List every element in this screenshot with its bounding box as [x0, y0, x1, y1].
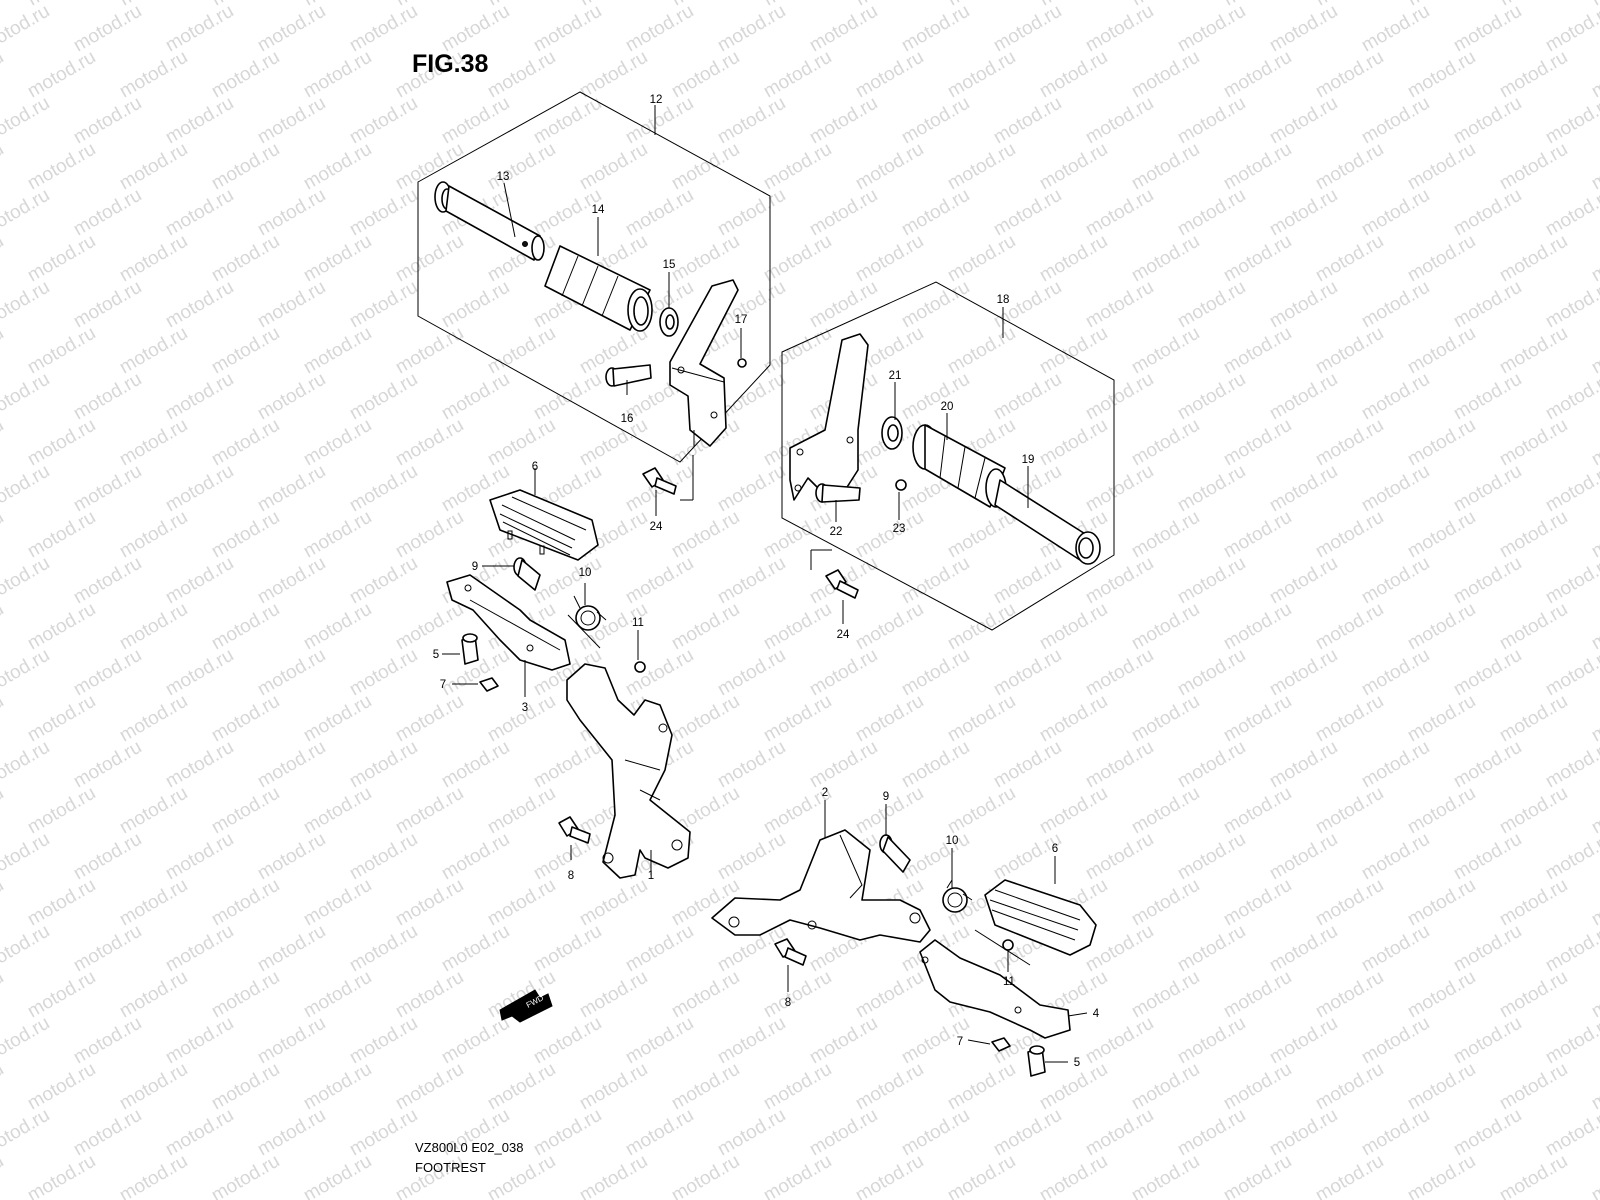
bolt-24-upper [642, 430, 695, 501]
fwd-arrow-icon: FWD [499, 989, 553, 1023]
washer-21 [881, 416, 903, 450]
callout-20: 20 [941, 401, 954, 413]
callout-22: 22 [830, 526, 843, 538]
callout-2: 2 [822, 787, 828, 799]
callout-24-lower: 24 [837, 629, 850, 641]
callout-1: 1 [648, 870, 654, 882]
footrest-bracket-right [789, 333, 869, 501]
washer-15 [659, 307, 679, 337]
nut-7-right [991, 1037, 1011, 1052]
callout-24-upper: 24 [650, 521, 663, 533]
footrest-bracket-2 [711, 829, 931, 943]
footrest-bracket-upper [669, 279, 739, 447]
callout-7-left: 7 [440, 679, 446, 691]
footrest-pin-13 [434, 181, 545, 261]
callout-8-right: 8 [785, 997, 791, 1009]
clevis-pin-9-left [513, 557, 541, 591]
clevis-pin-22 [815, 483, 861, 503]
callout-11-left: 11 [632, 617, 644, 629]
callout-9-right: 9 [883, 791, 889, 803]
callout-12: 12 [650, 94, 663, 106]
kit-box-12 [417, 91, 771, 463]
callout-21: 21 [889, 370, 902, 382]
bolt-8-left [558, 816, 591, 844]
footrest-rubber-14 [544, 245, 653, 332]
clevis-pin-16 [605, 364, 652, 387]
callout-10-left: 10 [579, 567, 592, 579]
callout-23: 23 [893, 523, 906, 535]
clip-11-left [634, 661, 646, 673]
callout-6-right: 6 [1052, 843, 1058, 855]
bolt-24-lower [810, 549, 859, 599]
kit-box-18 [781, 281, 1115, 631]
leader-lines [442, 182, 1088, 1063]
footrest-rubber-20 [912, 424, 1007, 508]
callout-labels: 12 13 14 15 17 16 24 18 21 20 19 22 23 2… [433, 94, 1100, 1069]
diagram-code: VZ800L0 E02_038 [415, 1140, 524, 1155]
footrest-bracket-4 [919, 939, 1071, 1039]
callout-5-right: 5 [1074, 1057, 1080, 1069]
footrest-rubber-6-left [489, 489, 599, 561]
callout-8-left: 8 [568, 870, 574, 882]
callout-14: 14 [592, 204, 605, 216]
callout-19: 19 [1022, 454, 1035, 466]
bolt-5-right [1027, 1045, 1046, 1077]
bolt-8-right [774, 938, 807, 966]
callout-9-left: 9 [472, 561, 478, 573]
bolt-5-left [461, 633, 479, 665]
nut-7-left [479, 677, 499, 692]
footrest-bracket-3 [446, 574, 571, 671]
callout-18: 18 [997, 294, 1010, 306]
footrest-pin-19 [994, 479, 1101, 565]
callout-6-left: 6 [532, 461, 538, 473]
callout-10-right: 10 [946, 835, 959, 847]
callout-17: 17 [735, 314, 748, 326]
clevis-pin-9-right [879, 834, 911, 873]
callout-13: 13 [497, 171, 510, 183]
callout-7-right: 7 [957, 1036, 963, 1048]
figure-title: FIG.38 [412, 50, 489, 78]
footrest-rubber-6-right [984, 879, 1097, 956]
footrest-bracket-1 [566, 663, 691, 879]
spring-10-left [567, 595, 607, 649]
clip-23 [895, 479, 907, 491]
callout-4: 4 [1093, 1008, 1100, 1020]
callout-3: 3 [522, 702, 528, 714]
clip-17 [737, 358, 747, 368]
spring-10-right [942, 879, 973, 913]
callout-11-right: 11 [1003, 976, 1015, 988]
diagram-name: FOOTREST [415, 1160, 486, 1175]
callout-16: 16 [621, 413, 634, 425]
callout-5-left: 5 [433, 649, 439, 661]
callout-15: 15 [663, 259, 676, 271]
